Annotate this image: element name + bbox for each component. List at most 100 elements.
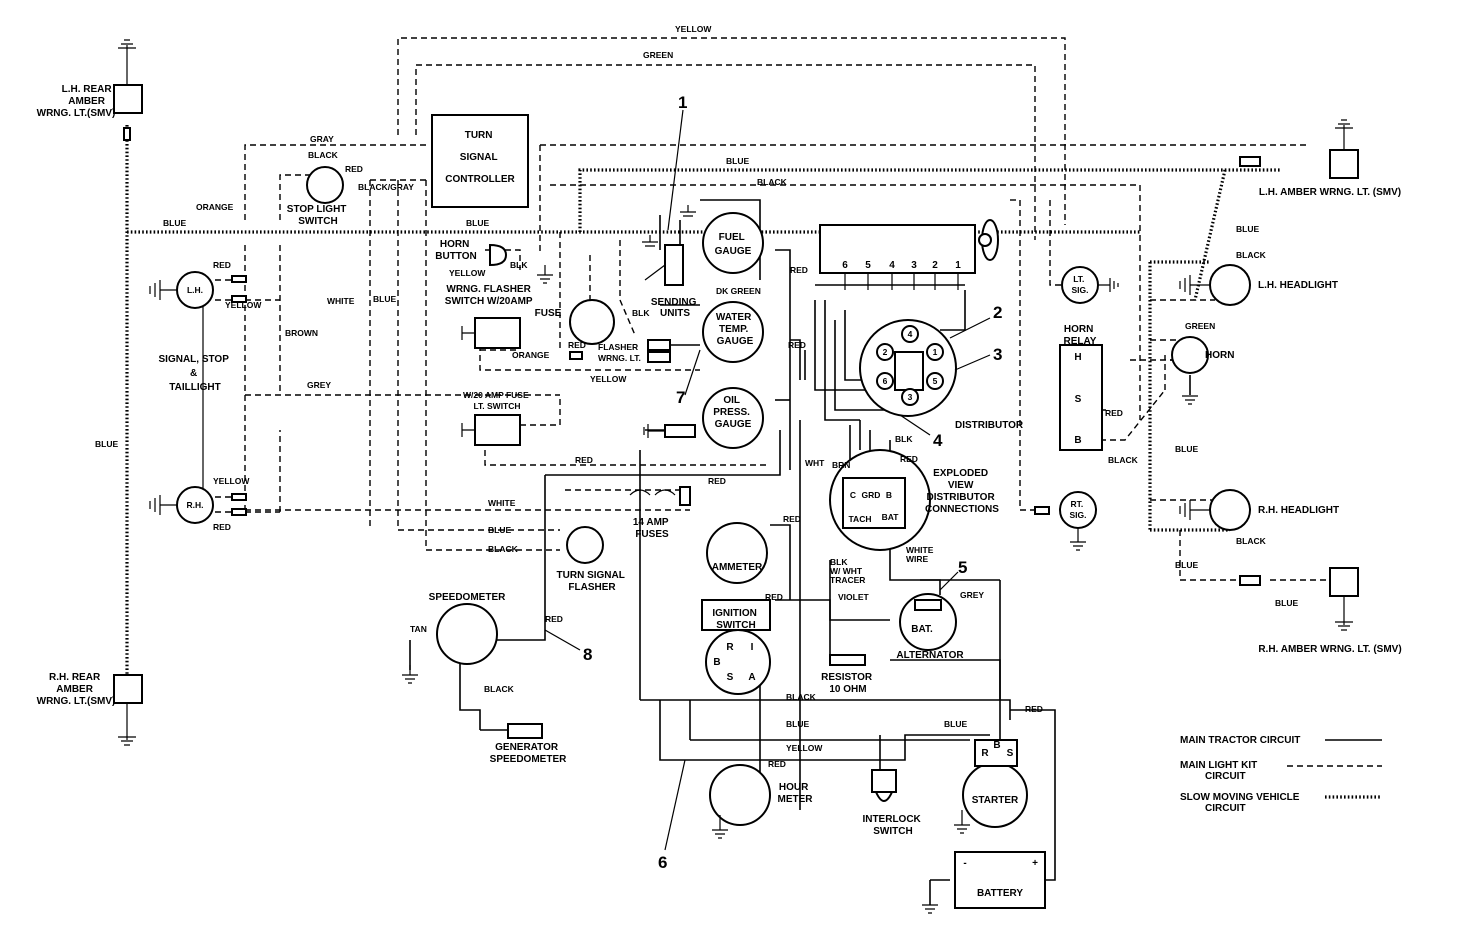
stop-light-switch-label: STOP LIGHT SWITCH	[287, 204, 349, 227]
exploded-terminal-block	[842, 477, 906, 529]
lt-sig-label: LT. SIG.	[1071, 274, 1088, 295]
wire-label-yellow-rh: YELLOW	[213, 476, 250, 486]
flasher-relay-b	[647, 351, 671, 363]
wire-label-grey: GREY	[307, 380, 331, 390]
wire-label-wht: WHT	[805, 458, 825, 468]
water-temp-gauge	[702, 301, 764, 363]
callout-1: 1	[678, 93, 687, 112]
lh-headlight	[1179, 264, 1251, 306]
wire-label-blue-bottom: BLUE	[786, 719, 809, 729]
wire-label-black-right: BLACK	[1236, 250, 1267, 260]
light-kit-wires	[215, 37, 1330, 581]
turn-signal-controller	[431, 114, 529, 208]
fuel-gauge-label: FUEL GAUGE	[715, 232, 752, 257]
wire-label-red: RED	[345, 164, 363, 174]
resistor	[829, 654, 866, 666]
wire-label-black-relay: BLACK	[1108, 455, 1139, 465]
wire-label-blk-wht-tracer: BLK W/ WHT TRACER	[830, 557, 865, 585]
ign-term-i: I	[751, 642, 754, 653]
cap-num-6: 6	[883, 376, 888, 386]
cap-num-1: 1	[933, 347, 938, 357]
wire-label-tan: TAN	[410, 624, 427, 634]
fuses-14amp	[629, 486, 691, 506]
legend: MAIN TRACTOR CIRCUIT MAIN LIGHT KIT CIRC…	[1180, 735, 1382, 814]
wire-label-blue-rear: BLUE	[95, 439, 118, 449]
horn-relay	[1059, 344, 1103, 451]
horn-relay-label: HORN RELAY	[1064, 324, 1097, 347]
dist-term-bat: BAT	[882, 512, 900, 522]
exploded-view-label: EXPLODED VIEW DISTRIBUTOR CONNECTIONS	[925, 468, 999, 515]
plug-number-5: 5	[865, 260, 871, 271]
cap-num-3: 3	[908, 392, 913, 402]
ign-term-a: A	[748, 672, 755, 683]
battery-label: BATTERY	[977, 888, 1023, 899]
lt-sig-lamp	[1061, 266, 1119, 304]
wire-label-black-low: BLACK	[488, 544, 519, 554]
wire-label-black-rh: BLACK	[1236, 536, 1267, 546]
wire-label-white: WHITE	[327, 296, 355, 306]
wire-label-yellow-bottom: YELLOW	[786, 743, 823, 753]
rh-tail-label: R.H.	[187, 500, 204, 510]
rt-sig-lamp	[1034, 491, 1097, 551]
wire-label-black-bottom: BLACK	[786, 692, 817, 702]
wire-label-white-low: WHITE	[488, 498, 516, 508]
callout-5: 5	[958, 558, 967, 577]
starter-term-r: R	[981, 748, 989, 759]
callout-7: 7	[676, 388, 685, 407]
flasher-wrng-label: FLASHER WRNG. LT.	[598, 342, 641, 363]
wire-label-red-flasher: RED	[568, 340, 586, 350]
callout-2: 2	[993, 303, 1002, 322]
rh-rear-amber-label: R.H. REAR AMBER WRNG. LT.(SMV)	[37, 672, 116, 707]
wire-label-red-fuel: RED	[790, 265, 808, 275]
starter-label: STARTER	[972, 795, 1019, 806]
flasher-knob	[461, 326, 475, 340]
sending-units-label: SENDING UNITS	[651, 297, 699, 319]
wire-label-blue-left: BLUE	[163, 218, 186, 228]
wire-label-violet: VIOLET	[838, 592, 870, 602]
wire-label-black-gray: BLACK/GRAY	[358, 182, 414, 192]
horn	[1171, 336, 1209, 405]
wire-label-red-oil: RED	[575, 455, 593, 465]
hour-meter-label: HOUR METER	[778, 782, 814, 805]
wire-label-red-speedo: RED	[545, 614, 563, 624]
wire-label-blue-vert: BLUE	[373, 294, 396, 304]
wire-label-grey-alt: GREY	[960, 590, 984, 600]
dist-term-tach: TACH	[849, 514, 872, 524]
battery-pos: +	[1032, 858, 1038, 869]
lh-rear-amber-lamp	[113, 39, 143, 141]
wire-label-yellow-top: YELLOW	[675, 24, 712, 34]
water-temp-gauge-label: WATER TEMP. GAUGE	[716, 312, 754, 347]
generator-speedometer	[507, 723, 543, 739]
ignition-switch-label: IGNITION SWITCH	[712, 608, 759, 631]
wire-label-green-right: GREEN	[1185, 321, 1215, 331]
dist-term-grd: GRD	[862, 490, 881, 500]
wire-label-green-top: GREEN	[643, 50, 673, 60]
wire-label-brown: BROWN	[285, 328, 318, 338]
cap-num-5: 5	[933, 376, 938, 386]
rh-amber-lamp	[1239, 567, 1359, 631]
horn-button-label: HORN BUTTON	[435, 239, 476, 262]
signal-stop-taillight-label: SIGNAL, STOP & TAILLIGHT	[159, 354, 232, 393]
alternator-label: ALTERNATOR	[896, 650, 964, 661]
wire-label-blue-relay: BLUE	[1175, 444, 1198, 454]
relay-term-s: S	[1075, 394, 1082, 405]
wire-label-blk-dist: BLK	[895, 434, 913, 444]
callout-6: 6	[658, 853, 667, 872]
callouts: 1 2 3 4 5 6 7 8	[544, 93, 1002, 872]
horn-button	[489, 243, 553, 284]
ign-term-r: R	[726, 642, 734, 653]
ammeter	[706, 522, 768, 584]
wire-label-red-ign: RED	[765, 592, 783, 602]
wire-label-orange-mid: ORANGE	[512, 350, 550, 360]
alternator-bat-label: BAT.	[911, 624, 933, 635]
callout-4: 4	[933, 431, 943, 450]
ign-term-b: B	[713, 657, 720, 668]
starter-term-b: B	[993, 740, 1000, 751]
wire-label-blue-right: BLUE	[1236, 224, 1259, 234]
rh-rear-amber-lamp	[113, 674, 143, 746]
main-circuit-wires	[409, 199, 1191, 905]
stop-light-switch	[306, 166, 344, 204]
wire-label-blue-starter: BLUE	[944, 719, 967, 729]
interlock-switch	[871, 769, 897, 802]
